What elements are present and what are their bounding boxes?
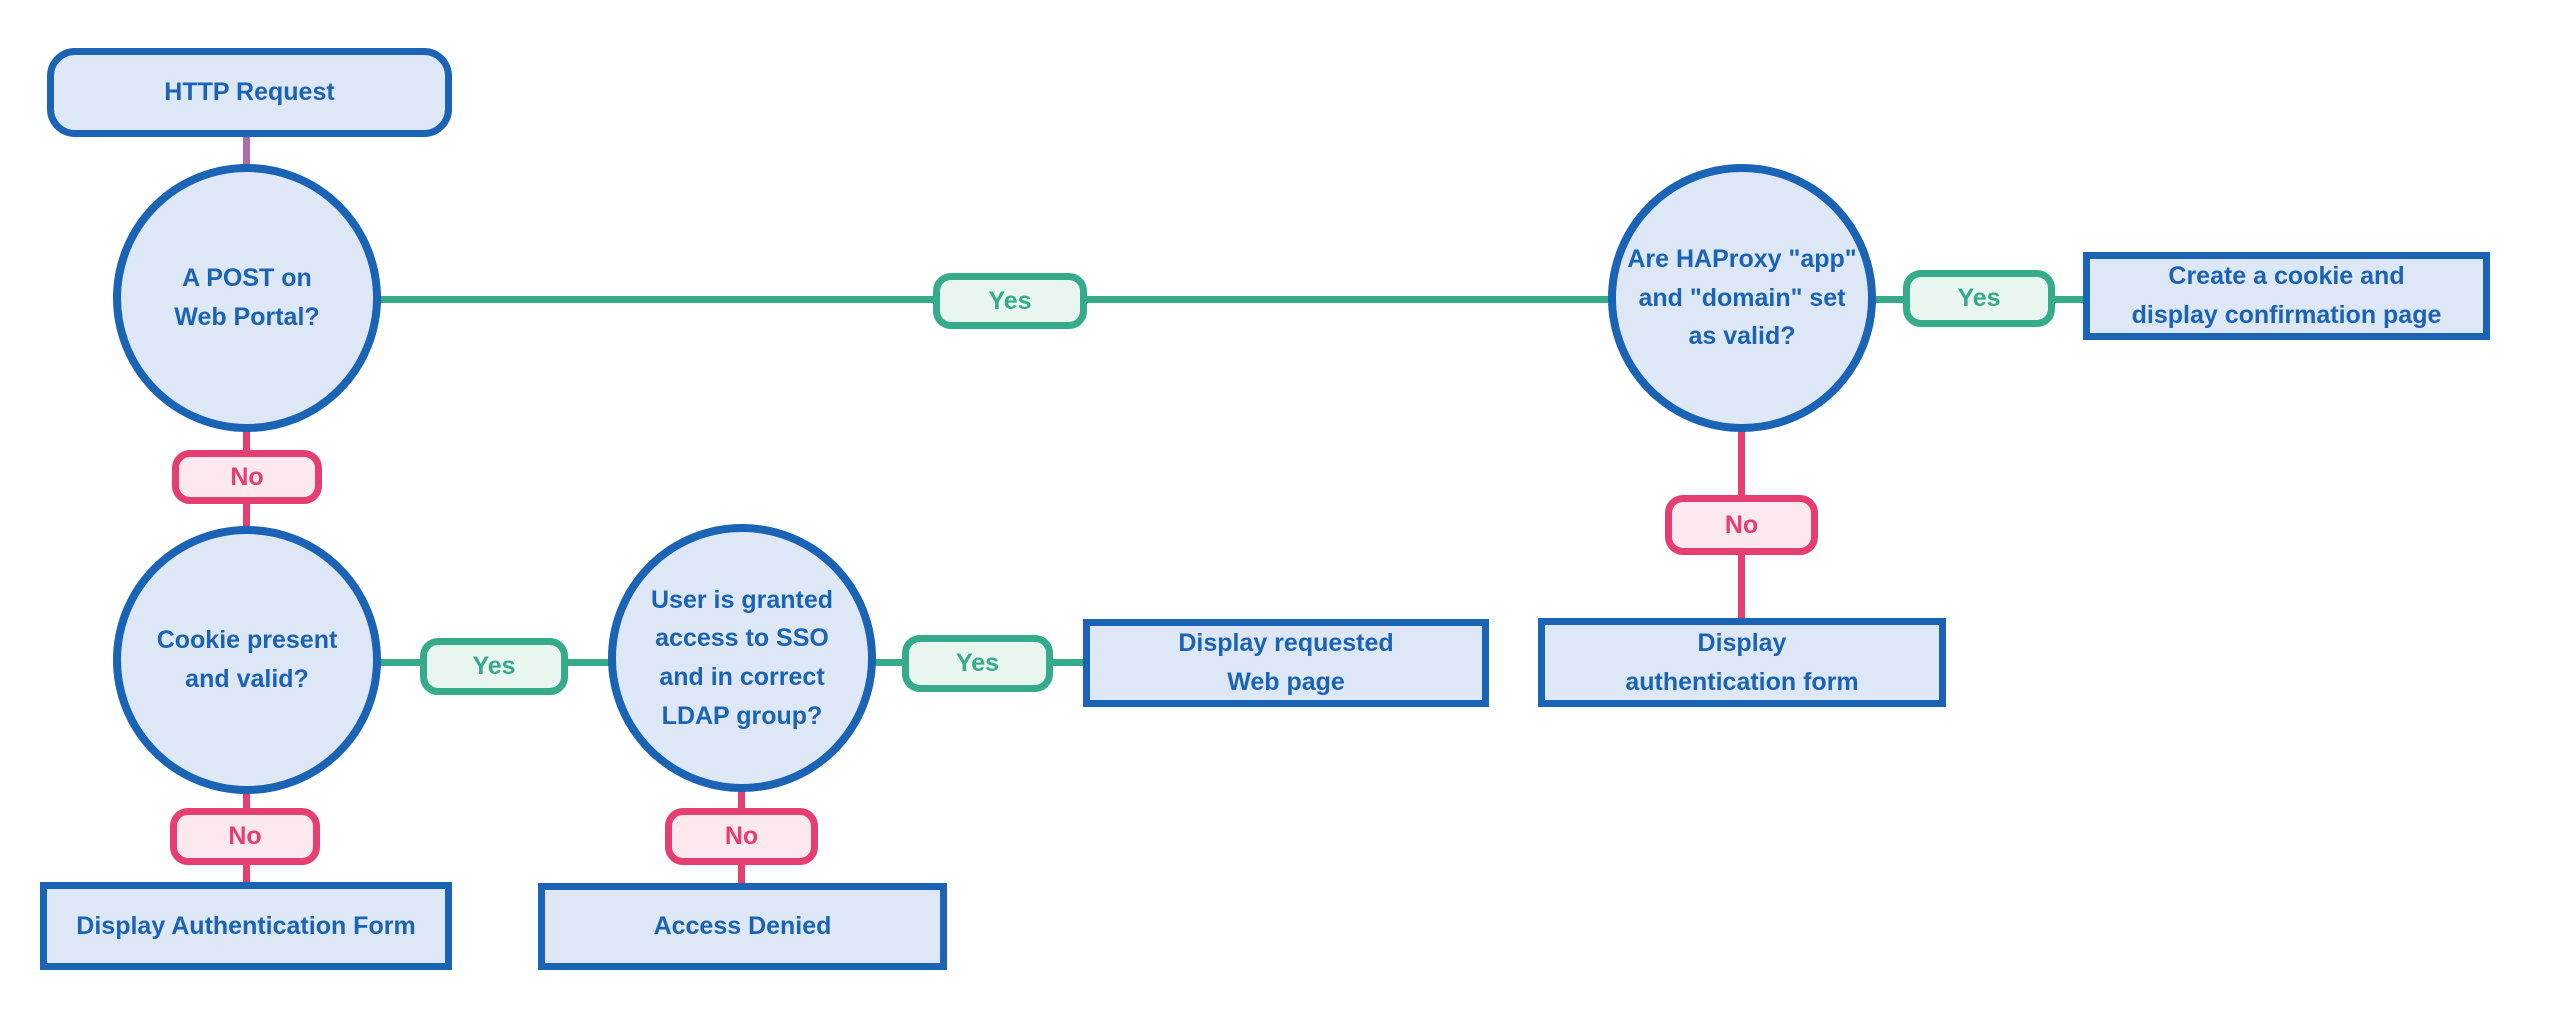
process-access-denied: Access Denied (538, 883, 947, 970)
badge-yes-post-to-haproxy: Yes (933, 273, 1087, 329)
node-label-line: display confirmation page (2131, 301, 2442, 329)
badge-label: No (1724, 510, 1759, 539)
decision-haproxy-app-domain-valid: Are HAProxy "app" and "domain" set as va… (1608, 164, 1876, 432)
connector-http-to-post-decision (243, 133, 250, 169)
node-label: HTTP Request (164, 78, 335, 107)
process-display-requested-web-page: Display requested Web page (1083, 619, 1489, 707)
decision-cookie-present-valid: Cookie present and valid? (113, 526, 381, 794)
node-label-line: Display requested (1178, 629, 1394, 658)
badge-no-haproxy-to-auth-form: No (1665, 495, 1818, 555)
badge-label: No (228, 822, 262, 850)
badge-yes-ldap-to-display-page: Yes (902, 635, 1053, 692)
start-node-http-request: HTTP Request (47, 48, 452, 137)
node-label-line: User is granted (650, 585, 833, 614)
badge-label: No (230, 462, 264, 491)
node-label-line: Are HAProxy "app" (1627, 244, 1857, 273)
badge-label: Yes (988, 286, 1032, 315)
node-label-line: as valid? (1688, 322, 1796, 351)
badge-no-post-to-cookie-decision: No (172, 450, 322, 504)
node-label-line: A POST on (182, 264, 312, 293)
badge-label: Yes (472, 652, 516, 680)
badge-no-ldap-to-access-denied: No (665, 808, 818, 865)
badge-label: Yes (955, 649, 1000, 677)
node-label: Display Authentication Form (76, 911, 416, 940)
node-label-line: Display (1697, 628, 1787, 657)
node-label-line: Web Portal? (174, 303, 320, 331)
node-label-line: Cookie present (156, 626, 338, 655)
node-label-line: authentication form (1625, 667, 1859, 696)
badge-yes-cookie-to-ldap: Yes (420, 638, 568, 695)
badge-label: No (724, 822, 759, 850)
node-label-line: LDAP group? (661, 701, 823, 730)
node-label-line: access to SSO (655, 624, 829, 653)
node-label-line: and "domain" set (1638, 283, 1846, 312)
node-label-line: Web page (1227, 668, 1345, 696)
process-display-authentication-form-left: Display Authentication Form (40, 882, 452, 970)
badge-yes-haproxy-to-create-cookie: Yes (1903, 270, 2055, 327)
process-display-authentication-form-right: Display authentication form (1538, 618, 1946, 707)
badge-label: Yes (1957, 284, 2001, 312)
process-create-cookie-confirmation: Create a cookie and display confirmation… (2083, 252, 2490, 340)
decision-post-on-web-portal: A POST on Web Portal? (113, 164, 381, 432)
badge-no-cookie-to-auth-form: No (170, 808, 320, 865)
node-label: Access Denied (653, 912, 832, 941)
node-label-line: and in correct (659, 663, 825, 691)
decision-user-granted-sso-ldap: User is granted access to SSO and in cor… (608, 524, 876, 792)
node-label-line: Create a cookie and (2168, 262, 2405, 291)
node-label-line: and valid? (185, 665, 309, 693)
